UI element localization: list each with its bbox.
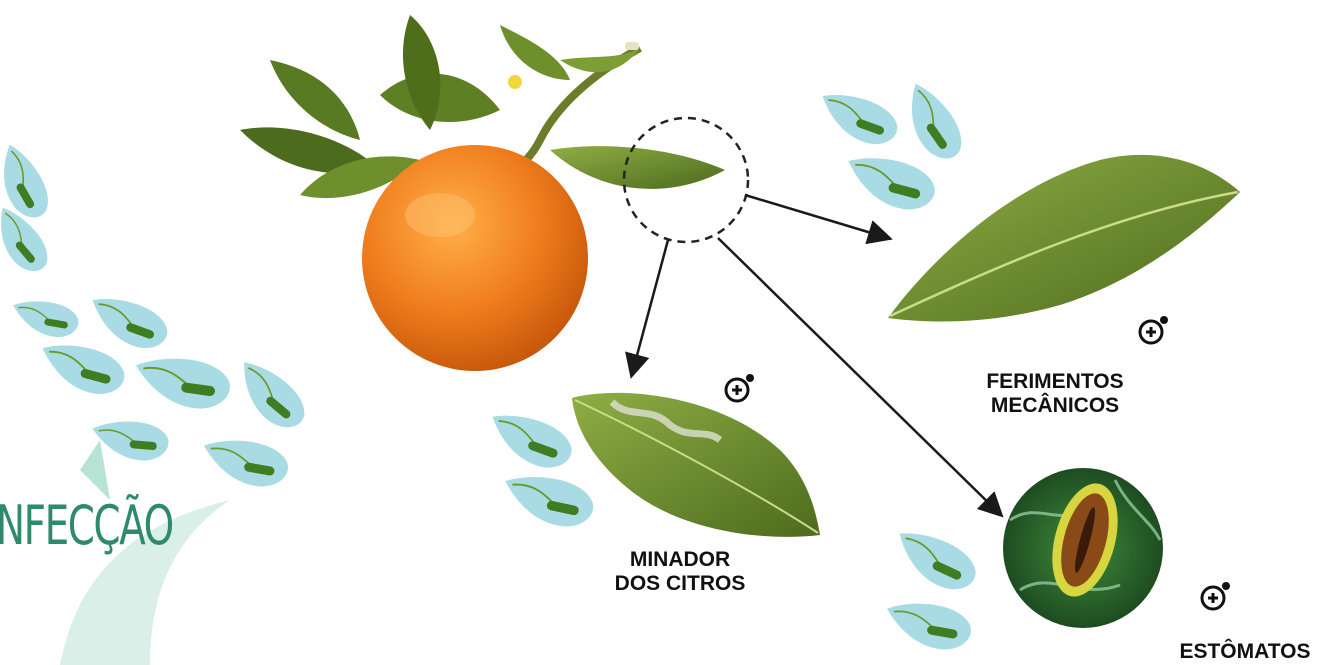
bacteria-cluster-ferimentos [813, 77, 972, 216]
swoosh-tip [80, 440, 110, 500]
bacterium-droplet-icon [226, 354, 315, 438]
bacterium-droplet-icon [813, 85, 904, 151]
label-line: DOS CITROS [590, 572, 770, 596]
bacteria-cluster-estomatos [882, 523, 984, 654]
bacterium-droplet-icon [83, 289, 174, 355]
arrow-to-minador [632, 240, 668, 374]
bacteria-cluster-left [0, 139, 314, 491]
bacterium-droplet-icon [199, 434, 292, 491]
bacterium-droplet-icon [892, 77, 972, 167]
arrow-to-ferimentos [745, 195, 888, 238]
bacterium-droplet-icon [882, 597, 975, 654]
section-title: NFECÇÃO [0, 494, 173, 557]
bacterium-droplet-icon [9, 296, 81, 340]
zoom-in-icon[interactable] [722, 372, 756, 406]
zoom-in-icon[interactable] [1198, 580, 1232, 614]
stoma-micrograph [1003, 468, 1163, 628]
leaf-minador [572, 393, 820, 537]
orange-highlight [405, 193, 475, 237]
bacterium-droplet-icon [499, 469, 598, 532]
bacterium-droplet-icon [131, 352, 233, 412]
bacterium-droplet-icon [887, 523, 984, 598]
label-ferimentos-mecanicos: FERIMENTOS MECÂNICOS [965, 370, 1145, 418]
label-minador-dos-citros: MINADOR DOS CITROS [590, 548, 770, 596]
label-line: MECÂNICOS [965, 394, 1145, 418]
zoom-in-icon[interactable] [1136, 314, 1170, 348]
label-estomatos: ESTÔMATOS [1160, 640, 1330, 664]
bacterium-droplet-icon [35, 337, 130, 401]
bacterium-droplet-icon [840, 149, 940, 216]
bacterium-droplet-icon [482, 406, 578, 476]
label-line: MINADOR [590, 548, 770, 572]
leaf-ferimentos [888, 155, 1240, 322]
label-line: FERIMENTOS [965, 370, 1145, 394]
orange-fruit [362, 145, 588, 371]
label-line: ESTÔMATOS [1160, 640, 1330, 664]
